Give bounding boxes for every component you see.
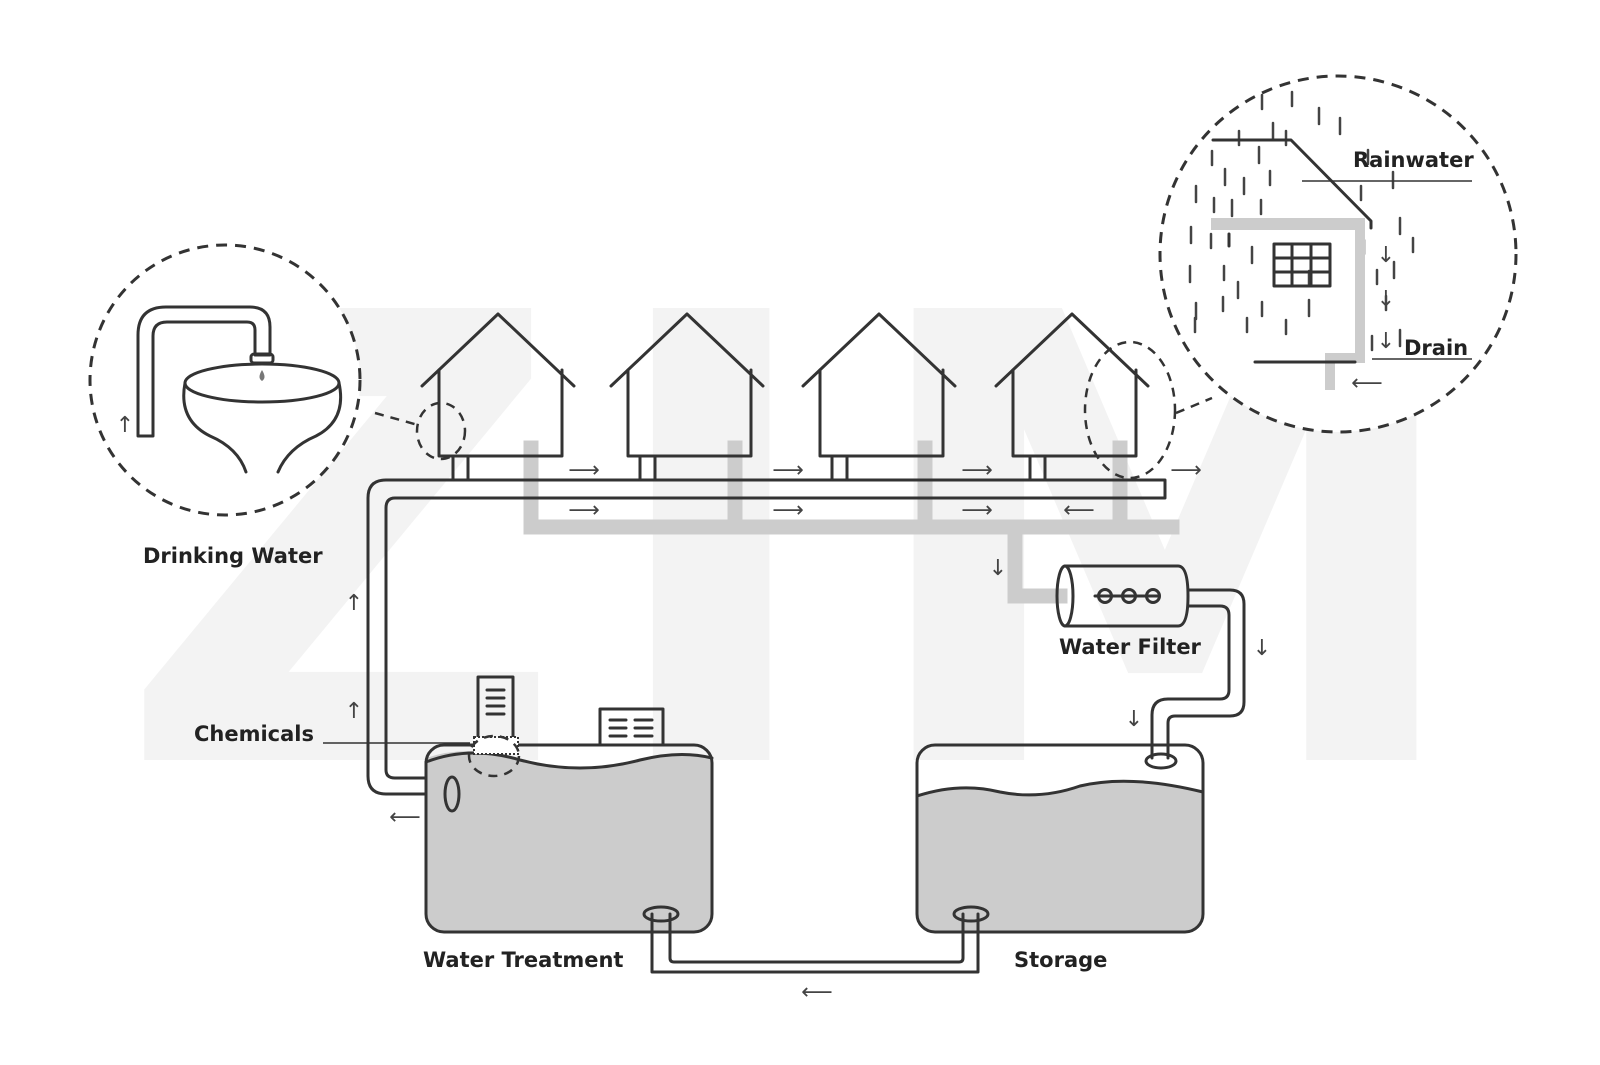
flow-arrow-right: ⟶ — [568, 498, 600, 523]
flow-arrow-left: ⟵ — [1063, 498, 1095, 523]
label-drain: Drain — [1404, 336, 1468, 360]
label-chemicals: Chemicals — [194, 722, 314, 746]
house-1 — [420, 312, 576, 458]
flow-arrow-up: ↑ — [345, 591, 363, 616]
flow-arrow-right: ⟶ — [961, 498, 993, 523]
water-treatment-tank — [424, 675, 714, 934]
rainwater-zoom-circle — [1158, 74, 1518, 434]
zoom-marker-house-4 — [1083, 340, 1177, 480]
flow-arrow-right: ⟶ — [772, 498, 804, 523]
zoom-connector-right — [1175, 396, 1213, 415]
label-drinking-water: Drinking Water — [143, 544, 323, 568]
rainwater-collection-pipes — [523, 440, 1180, 604]
zoom-marker-house-1 — [415, 401, 467, 461]
flow-arrow-left: ⟵ — [1351, 371, 1383, 396]
house-4 — [994, 312, 1150, 458]
water-filter — [1055, 564, 1190, 628]
flow-arrow-right: ⟶ — [961, 458, 993, 483]
flow-arrow-down: ↓ — [1377, 243, 1395, 268]
flow-arrow-right: ⟶ — [772, 458, 804, 483]
flow-arrow-down: ↓ — [1125, 707, 1143, 732]
flow-arrow-down: ↓ — [989, 556, 1007, 581]
drinking-water-zoom — [88, 243, 362, 517]
flow-arrow-up: ↑ — [345, 699, 363, 724]
drinking-water-supply-pipe — [366, 454, 1167, 796]
drinking-water-zoom-circle — [88, 243, 362, 517]
flow-arrow-right: ⟶ — [568, 458, 600, 483]
rainwater-zoom: ↓ ↓ ↓ ⟵ — [1158, 74, 1518, 434]
flow-arrows: ⟶ ⟶ ⟶ ⟶ ⟶ ⟶ ⟶ ⟵ ↓ ↓ ↓ ↑ ↑ ↑ ⟵ ⟵ — [116, 413, 1271, 1005]
house-2 — [609, 312, 765, 458]
flow-arrow-up: ↑ — [116, 413, 134, 438]
flow-arrow-left: ⟵ — [801, 980, 833, 1005]
flow-arrow-left: ⟵ — [389, 805, 421, 830]
zoom-connector-left — [374, 411, 419, 427]
label-rainwater: Rainwater — [1353, 148, 1474, 172]
flow-arrow-down: ↓ — [1377, 329, 1395, 354]
filter-to-storage-pipe — [1150, 588, 1246, 760]
storage-to-treatment-pipe — [650, 912, 980, 974]
label-storage: Storage — [1014, 948, 1107, 972]
house-3 — [801, 312, 957, 458]
flow-arrow-down: ↓ — [1253, 636, 1271, 661]
storage-tank — [915, 743, 1205, 934]
label-water-filter: Water Filter — [1059, 635, 1202, 659]
flow-arrow-right: ⟶ — [1170, 458, 1202, 483]
flow-arrow-down: ↓ — [1377, 287, 1395, 312]
label-water-treatment: Water Treatment — [423, 948, 623, 972]
